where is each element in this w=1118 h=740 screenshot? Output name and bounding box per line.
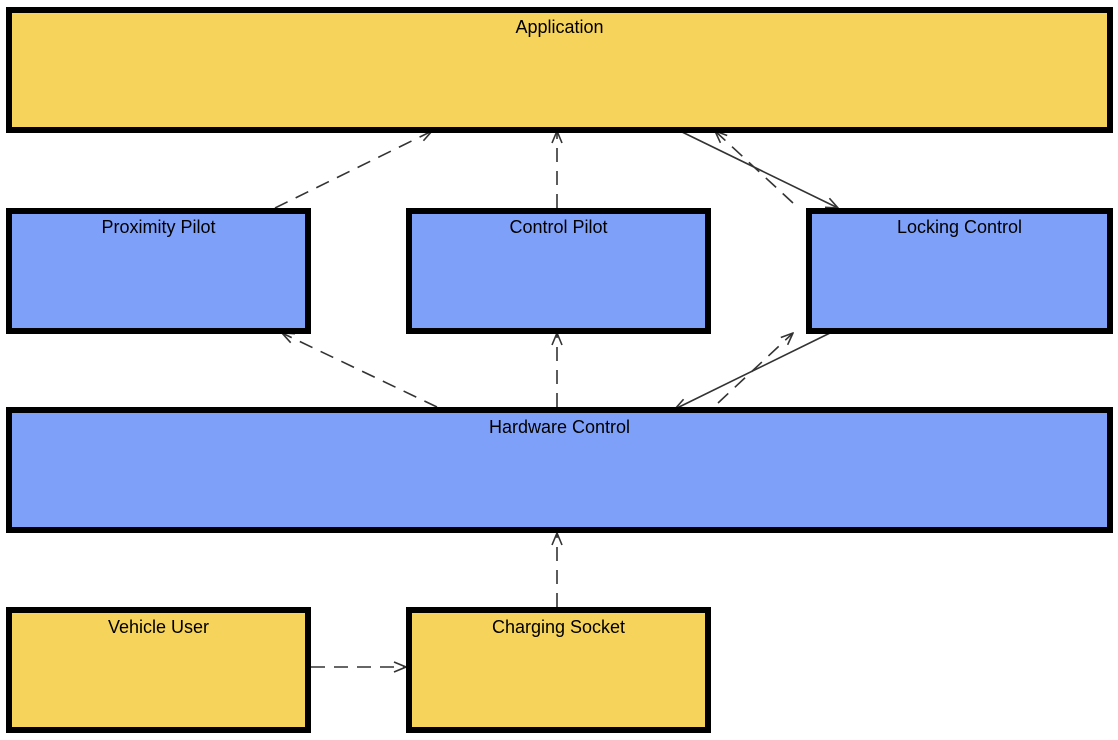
node-label-charging-socket: Charging Socket — [492, 617, 625, 637]
node-label-control-pilot: Control Pilot — [509, 217, 607, 237]
node-application[interactable]: Application — [6, 7, 1113, 133]
node-control-pilot[interactable]: Control Pilot — [406, 208, 711, 334]
node-label-proximity-pilot: Proximity Pilot — [101, 217, 215, 237]
node-label-locking-control: Locking Control — [897, 217, 1022, 237]
node-label-application: Application — [515, 17, 603, 37]
node-vehicle-user[interactable]: Vehicle User — [6, 607, 311, 733]
edge-hardware-control-to-locking-control — [717, 333, 793, 404]
node-proximity-pilot[interactable]: Proximity Pilot — [6, 208, 311, 334]
node-label-vehicle-user: Vehicle User — [108, 617, 209, 637]
edge-hardware-control-to-proximity-pilot — [282, 333, 438, 408]
node-label-hardware-control: Hardware Control — [489, 417, 630, 437]
edge-proximity-pilot-to-application — [274, 131, 432, 209]
node-hardware-control[interactable]: Hardware Control — [6, 407, 1113, 533]
edge-application-to-locking-control — [679, 130, 838, 208]
node-locking-control[interactable]: Locking Control — [806, 208, 1113, 334]
node-charging-socket[interactable]: Charging Socket — [406, 607, 711, 733]
edge-locking-control-to-application — [715, 131, 794, 204]
edges-layer — [274, 130, 838, 667]
